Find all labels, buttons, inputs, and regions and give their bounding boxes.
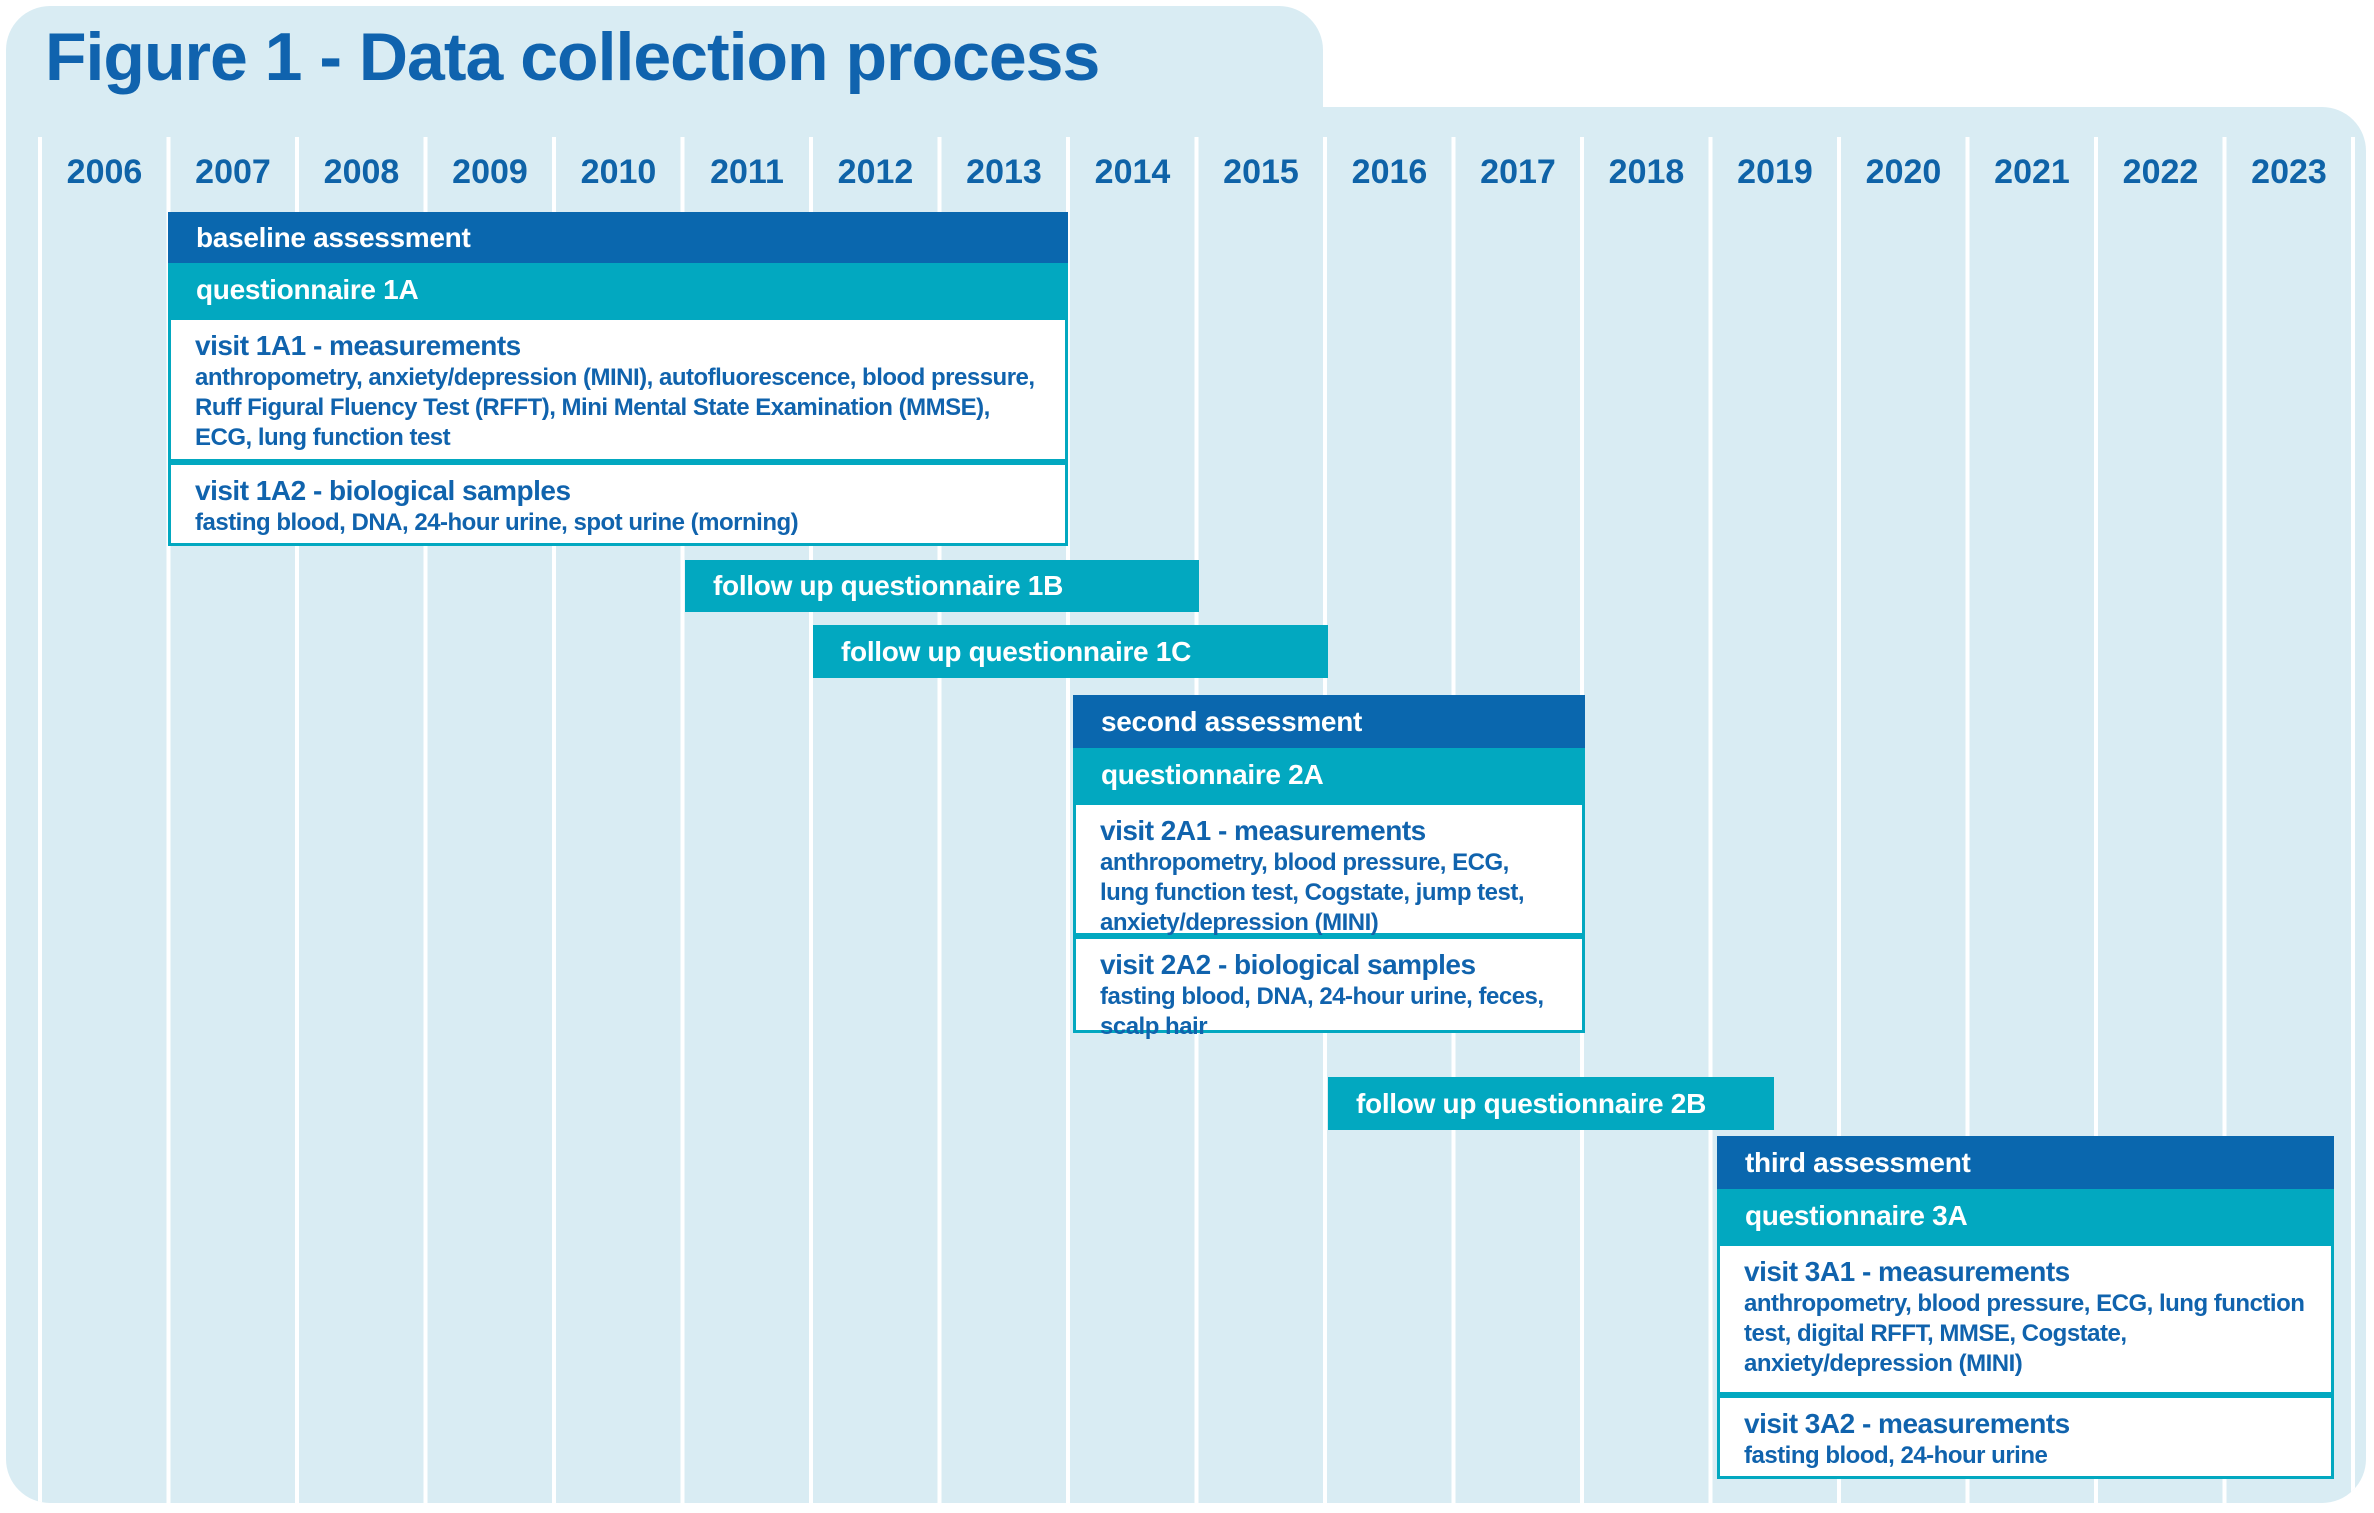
- visit-2a1-title: visit 2A1 - measurements: [1100, 815, 1426, 846]
- year-label-2015: 2015: [1223, 153, 1299, 191]
- visit-3a1-details: anthropometry, blood pressure, ECG, lung…: [1744, 1290, 2305, 1377]
- year-label-2010: 2010: [580, 153, 657, 191]
- visit-3a2-box: visit 3A2 - measurements fasting blood, …: [1717, 1395, 2334, 1479]
- second-assessment-header-bar: second assessment: [1073, 695, 1585, 748]
- year-label-2020: 2020: [1865, 153, 1942, 191]
- visit-2a2-box: visit 2A2 - biological samples fasting b…: [1073, 936, 1585, 1040]
- year-label-2021: 2021: [1994, 153, 2070, 191]
- year-label-2007: 2007: [195, 153, 271, 191]
- visit-3a2-title: visit 3A2 - measurements: [1744, 1408, 2070, 1439]
- visit-1a2-box: visit 1A2 - biological samples fasting b…: [168, 462, 1068, 546]
- visit-1a1-box: visit 1A1 - measurements anthropometry, …: [168, 317, 1068, 462]
- year-label-2014: 2014: [1094, 153, 1171, 191]
- visit-1a2-title: visit 1A2 - biological samples: [195, 475, 571, 506]
- third-assessment-header-bar: third assessment: [1717, 1136, 2334, 1189]
- visit-1a1-details: anthropometry, anxiety/depression (MINI)…: [195, 364, 1035, 451]
- year-label-2013: 2013: [966, 153, 1042, 191]
- year-label-2019: 2019: [1737, 153, 1813, 191]
- visit-1a2-details: fasting blood, DNA, 24-hour urine, spot …: [195, 509, 799, 536]
- figure-title: Figure 1 - Data collection process: [45, 19, 1100, 95]
- baseline-assessment-header-bar: baseline assessment: [168, 212, 1068, 263]
- year-label-2018: 2018: [1608, 153, 1685, 191]
- visit-2a2-title: visit 2A2 - biological samples: [1100, 949, 1476, 980]
- year-label-2008: 2008: [323, 153, 400, 191]
- year-label-2016: 2016: [1351, 153, 1428, 191]
- followup-questionnaire-1c-bar: follow up questionnaire 1C: [813, 625, 1328, 678]
- year-label-2006: 2006: [66, 153, 143, 191]
- year-label-2023: 2023: [2251, 153, 2327, 191]
- visit-1a1-title: visit 1A1 - measurements: [195, 330, 521, 361]
- visit-3a1-title: visit 3A1 - measurements: [1744, 1256, 2070, 1287]
- questionnaire-1a-bar: questionnaire 1A: [168, 263, 1068, 317]
- visit-3a1-box: visit 3A1 - measurements anthropometry, …: [1717, 1243, 2334, 1395]
- year-label-2011: 2011: [710, 153, 784, 191]
- year-label-2009: 2009: [452, 153, 528, 191]
- visit-2a1-box: visit 2A1 - measurements anthropometry, …: [1073, 802, 1585, 936]
- followup-questionnaire-1b-bar: follow up questionnaire 1B: [685, 560, 1199, 612]
- year-label-2012: 2012: [837, 153, 914, 191]
- year-label-2022: 2022: [2122, 153, 2199, 191]
- followup-questionnaire-2b-bar: follow up questionnaire 2B: [1328, 1077, 1774, 1130]
- year-label-2017: 2017: [1480, 153, 1556, 191]
- questionnaire-3a-bar: questionnaire 3A: [1717, 1189, 2334, 1243]
- visit-2a2-details: fasting blood, DNA, 24-hour urine, feces…: [1100, 983, 1544, 1040]
- timeline-panel: 2006 2007 2008 2009 2010 2011 2012 2013 …: [6, 107, 2366, 1503]
- visit-2a1-details: anthropometry, blood pressure, ECG, lung…: [1100, 849, 1525, 936]
- visit-3a2-details: fasting blood, 24-hour urine: [1744, 1442, 2048, 1469]
- questionnaire-2a-bar: questionnaire 2A: [1073, 748, 1585, 802]
